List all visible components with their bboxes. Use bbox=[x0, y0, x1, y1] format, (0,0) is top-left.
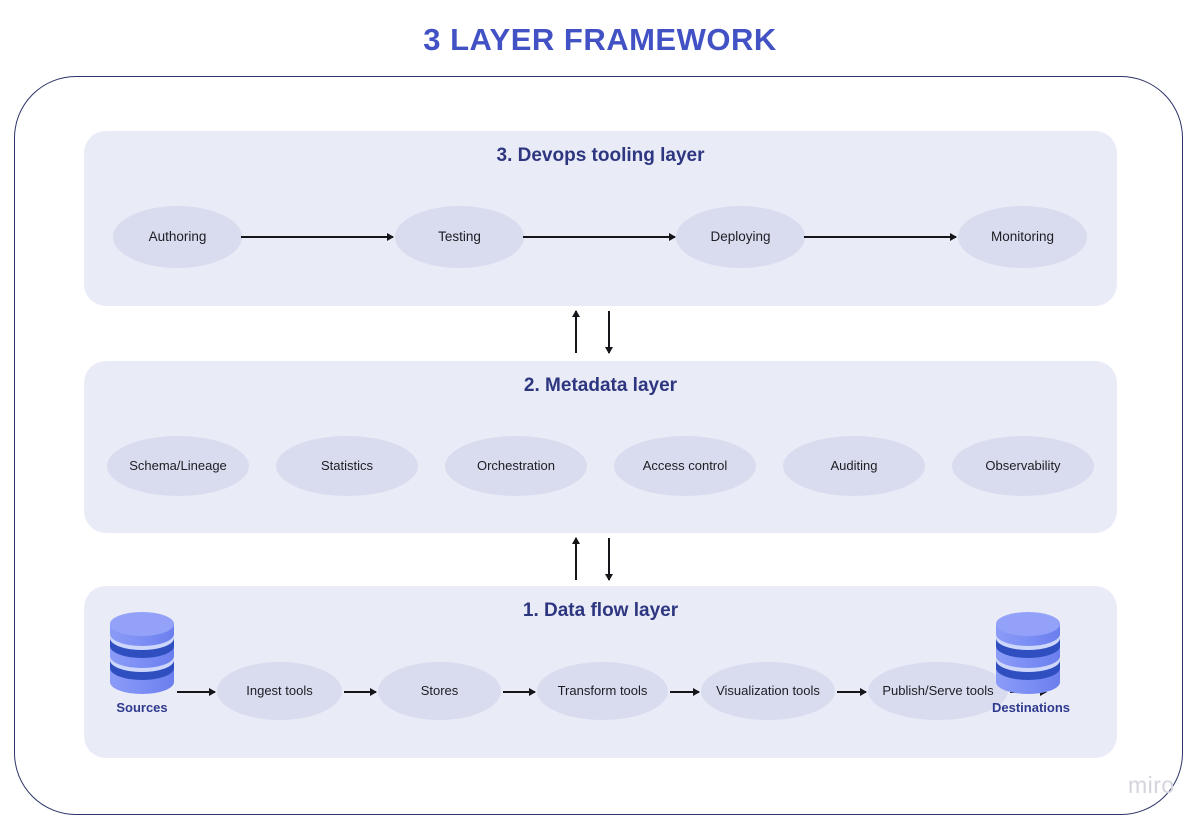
node-schema-lineage[interactable]: Schema/Lineage bbox=[107, 436, 249, 496]
node-authoring[interactable]: Authoring bbox=[113, 206, 242, 268]
arrow-right-icon bbox=[837, 691, 866, 693]
destinations-label: Destinations bbox=[992, 700, 1071, 715]
node-testing[interactable]: Testing bbox=[395, 206, 524, 268]
arrow-down-icon bbox=[608, 311, 610, 353]
node-label: Publish/Serve tools bbox=[882, 682, 994, 698]
sources-label: Sources bbox=[116, 700, 168, 715]
arrow-right-icon bbox=[670, 691, 699, 693]
arrow-right-icon bbox=[344, 691, 376, 693]
node-orchestration[interactable]: Orchestration bbox=[445, 436, 587, 496]
page-title: 3 LAYER FRAMEWORK bbox=[423, 22, 777, 57]
node-label: Visualization tools bbox=[716, 682, 820, 698]
node-observability[interactable]: Observability bbox=[952, 436, 1094, 496]
node-label: Testing bbox=[438, 228, 481, 244]
arrow-right-icon bbox=[241, 236, 393, 238]
arrow-right-icon bbox=[523, 236, 675, 238]
database-cylinder-icon bbox=[106, 612, 178, 694]
sources-group[interactable]: Sources bbox=[106, 612, 178, 715]
node-label: Ingest tools bbox=[246, 682, 313, 698]
diagram-outer-frame bbox=[14, 76, 1183, 815]
node-stores[interactable]: Stores bbox=[378, 662, 501, 720]
node-label: Monitoring bbox=[990, 228, 1055, 244]
node-auditing[interactable]: Auditing bbox=[783, 436, 925, 496]
node-label: Stores bbox=[420, 682, 459, 698]
arrow-right-icon bbox=[177, 691, 215, 693]
node-label: Transform tools bbox=[557, 682, 648, 698]
layer-heading-dataflow: 1. Data flow layer bbox=[522, 600, 679, 621]
node-label: Access control bbox=[642, 457, 728, 473]
arrow-up-icon bbox=[575, 538, 577, 580]
layer-panel-metadata: 2. Metadata layer Schema/Lineage Statist… bbox=[84, 361, 1117, 533]
layer-panel-devops: 3. Devops tooling layer Authoring Testin… bbox=[84, 131, 1117, 306]
miro-watermark: miro bbox=[1128, 772, 1175, 798]
arrow-right-icon bbox=[804, 236, 956, 238]
node-ingest-tools[interactable]: Ingest tools bbox=[217, 662, 342, 720]
node-label: Schema/Lineage bbox=[129, 457, 227, 473]
arrow-up-icon bbox=[575, 311, 577, 353]
node-visualization-tools[interactable]: Visualization tools bbox=[701, 662, 835, 720]
node-label: Statistics bbox=[320, 457, 373, 473]
database-cylinder-icon bbox=[992, 612, 1064, 694]
layer-heading-devops: 3. Devops tooling layer bbox=[496, 145, 705, 166]
layer-heading-metadata: 2. Metadata layer bbox=[523, 375, 678, 396]
node-label: Authoring bbox=[148, 228, 207, 244]
node-publish-serve-tools[interactable]: Publish/Serve tools bbox=[868, 662, 1008, 720]
node-label: Observability bbox=[985, 457, 1061, 473]
node-monitoring[interactable]: Monitoring bbox=[958, 206, 1087, 268]
arrow-down-icon bbox=[608, 538, 610, 580]
node-transform-tools[interactable]: Transform tools bbox=[537, 662, 668, 720]
arrow-right-icon bbox=[503, 691, 535, 693]
layer-panel-dataflow: 1. Data flow layer Sources bbox=[84, 586, 1117, 758]
node-label: Deploying bbox=[710, 228, 771, 244]
node-label: Auditing bbox=[830, 457, 878, 473]
node-label: Orchestration bbox=[476, 457, 556, 473]
node-deploying[interactable]: Deploying bbox=[676, 206, 805, 268]
destinations-group[interactable]: Destinations bbox=[992, 612, 1071, 715]
node-statistics[interactable]: Statistics bbox=[276, 436, 418, 496]
node-access-control[interactable]: Access control bbox=[614, 436, 756, 496]
